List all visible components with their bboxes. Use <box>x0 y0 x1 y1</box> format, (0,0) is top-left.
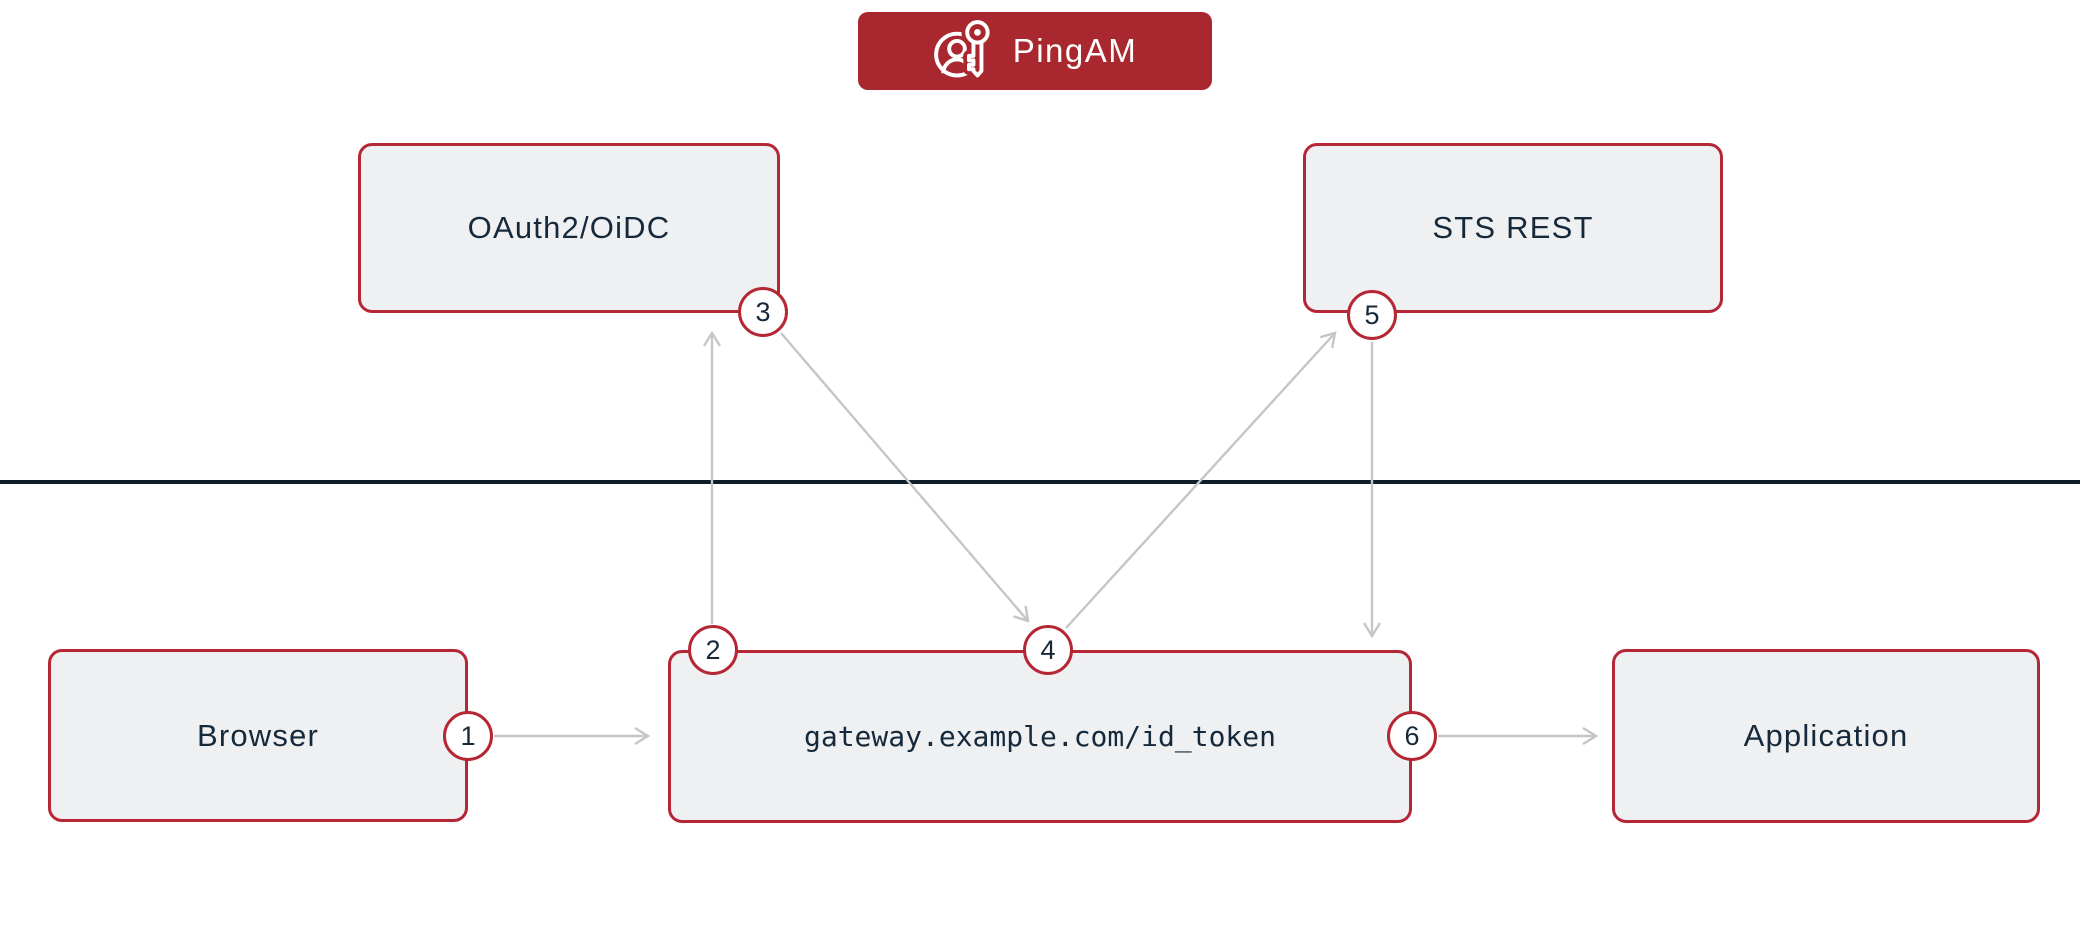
step-number-6: 6 <box>1404 720 1420 751</box>
step-number-1: 1 <box>460 720 476 751</box>
step-number-4: 4 <box>1040 634 1056 665</box>
step-number-3: 3 <box>755 296 771 327</box>
step-badge-5: 5 <box>1347 290 1397 340</box>
sts-rest-label: STS REST <box>1432 210 1594 245</box>
zone-divider-line <box>0 480 2080 484</box>
pingam-banner-label: PingAM <box>1012 32 1138 69</box>
step-number-5: 5 <box>1364 299 1380 330</box>
pingam-person-key-icon <box>933 19 994 82</box>
sts-rest-box: STS REST <box>1303 143 1723 313</box>
gateway-box: gateway.example.com/id_token <box>668 650 1412 823</box>
step-number-2: 2 <box>705 634 721 665</box>
step-badge-2: 2 <box>688 625 738 675</box>
application-box: Application <box>1612 649 2040 823</box>
application-label: Application <box>1743 718 1909 753</box>
browser-label: Browser <box>196 717 320 753</box>
pingam-banner: PingAM <box>858 12 1212 90</box>
browser-box: Browser <box>48 649 468 822</box>
step-badge-3: 3 <box>738 287 788 337</box>
arrow-step3-oauth-to-gateway <box>780 332 1030 623</box>
oauth2-oidc-box: OAuth2/OiDC <box>358 143 780 313</box>
step-badge-4: 4 <box>1023 625 1073 675</box>
gateway-url-label: gateway.example.com/id_token <box>803 720 1276 753</box>
step-badge-1: 1 <box>443 711 493 761</box>
step-badge-6: 6 <box>1387 711 1437 761</box>
oauth2-oidc-label: OAuth2/OiDC <box>467 210 671 245</box>
